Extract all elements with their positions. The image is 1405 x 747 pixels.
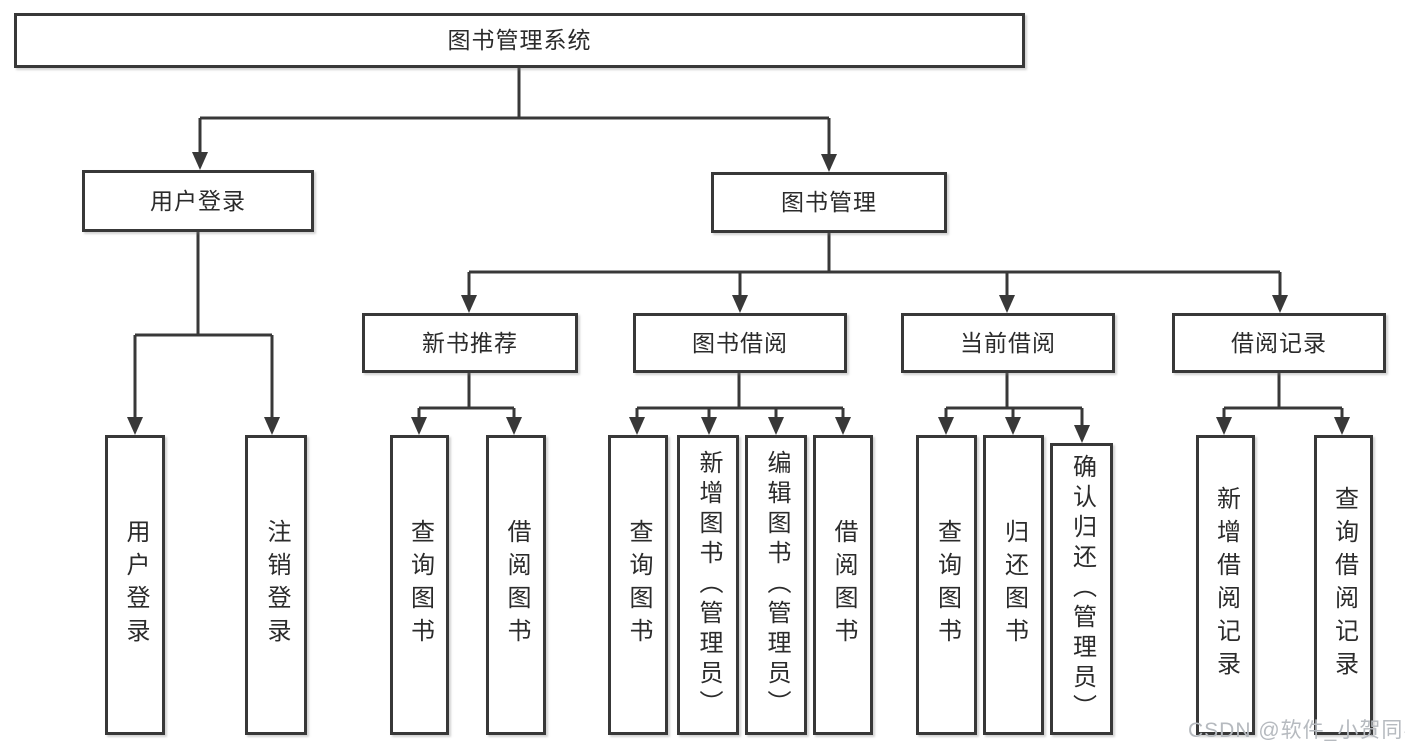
node-leaf-add-book-admin-label: 新增图书（管理员）	[695, 450, 722, 720]
node-leaf-return-books-label: 归还图书	[1000, 519, 1028, 651]
node-user-login-label: 用户登录	[150, 187, 246, 214]
node-leaf-logout-label: 注销登录	[263, 519, 290, 651]
node-leaf-borrow-books-1: 借阅图书	[486, 435, 546, 735]
node-root: 图书管理系统	[14, 13, 1025, 68]
node-leaf-query-borrow-record: 查询借阅记录	[1314, 435, 1373, 735]
node-book-borrowing: 图书借阅	[633, 313, 847, 373]
node-current-borrowing: 当前借阅	[901, 313, 1115, 373]
node-leaf-query-books-1-label: 查询图书	[406, 519, 434, 651]
node-borrow-records: 借阅记录	[1172, 313, 1386, 373]
node-new-book-recommend: 新书推荐	[362, 313, 578, 373]
node-book-borrowing-label: 图书借阅	[692, 329, 788, 356]
node-leaf-logout: 注销登录	[245, 435, 307, 735]
node-leaf-confirm-return-admin: 确认归还（管理员）	[1050, 443, 1113, 735]
node-new-book-recommend-label: 新书推荐	[422, 329, 518, 356]
node-leaf-query-borrow-record-label: 查询借阅记录	[1330, 486, 1358, 684]
node-leaf-add-book-admin: 新增图书（管理员）	[677, 435, 739, 735]
node-leaf-query-books-2-label: 查询图书	[625, 519, 652, 651]
node-leaf-query-books-1: 查询图书	[390, 435, 449, 735]
node-user-login: 用户登录	[82, 170, 314, 232]
node-book-management-label: 图书管理	[781, 189, 877, 215]
node-leaf-return-books: 归还图书	[983, 435, 1044, 735]
node-leaf-borrow-books-1-label: 借阅图书	[503, 519, 530, 651]
node-leaf-add-borrow-record-label: 新增借阅记录	[1212, 486, 1240, 684]
node-leaf-query-books-2: 查询图书	[608, 435, 668, 735]
node-book-management: 图书管理	[711, 172, 947, 233]
node-leaf-user-login: 用户登录	[105, 435, 165, 735]
node-leaf-confirm-return-admin-label: 确认归还（管理员）	[1068, 454, 1096, 724]
node-borrow-records-label: 借阅记录	[1231, 329, 1327, 356]
node-leaf-edit-book-admin: 编辑图书（管理员）	[745, 435, 807, 735]
node-leaf-borrow-books-2: 借阅图书	[813, 435, 873, 735]
watermark: CSDN @软件_小贺同学	[1188, 719, 1405, 742]
node-current-borrowing-label: 当前借阅	[960, 329, 1056, 356]
node-leaf-query-books-3-label: 查询图书	[933, 519, 961, 651]
node-leaf-add-borrow-record: 新增借阅记录	[1196, 435, 1255, 735]
node-leaf-query-books-3: 查询图书	[916, 435, 977, 735]
node-root-label: 图书管理系统	[447, 27, 592, 53]
node-leaf-user-login-label: 用户登录	[122, 519, 149, 651]
node-leaf-borrow-books-2-label: 借阅图书	[830, 519, 857, 651]
node-leaf-edit-book-admin-label: 编辑图书（管理员）	[763, 450, 790, 720]
